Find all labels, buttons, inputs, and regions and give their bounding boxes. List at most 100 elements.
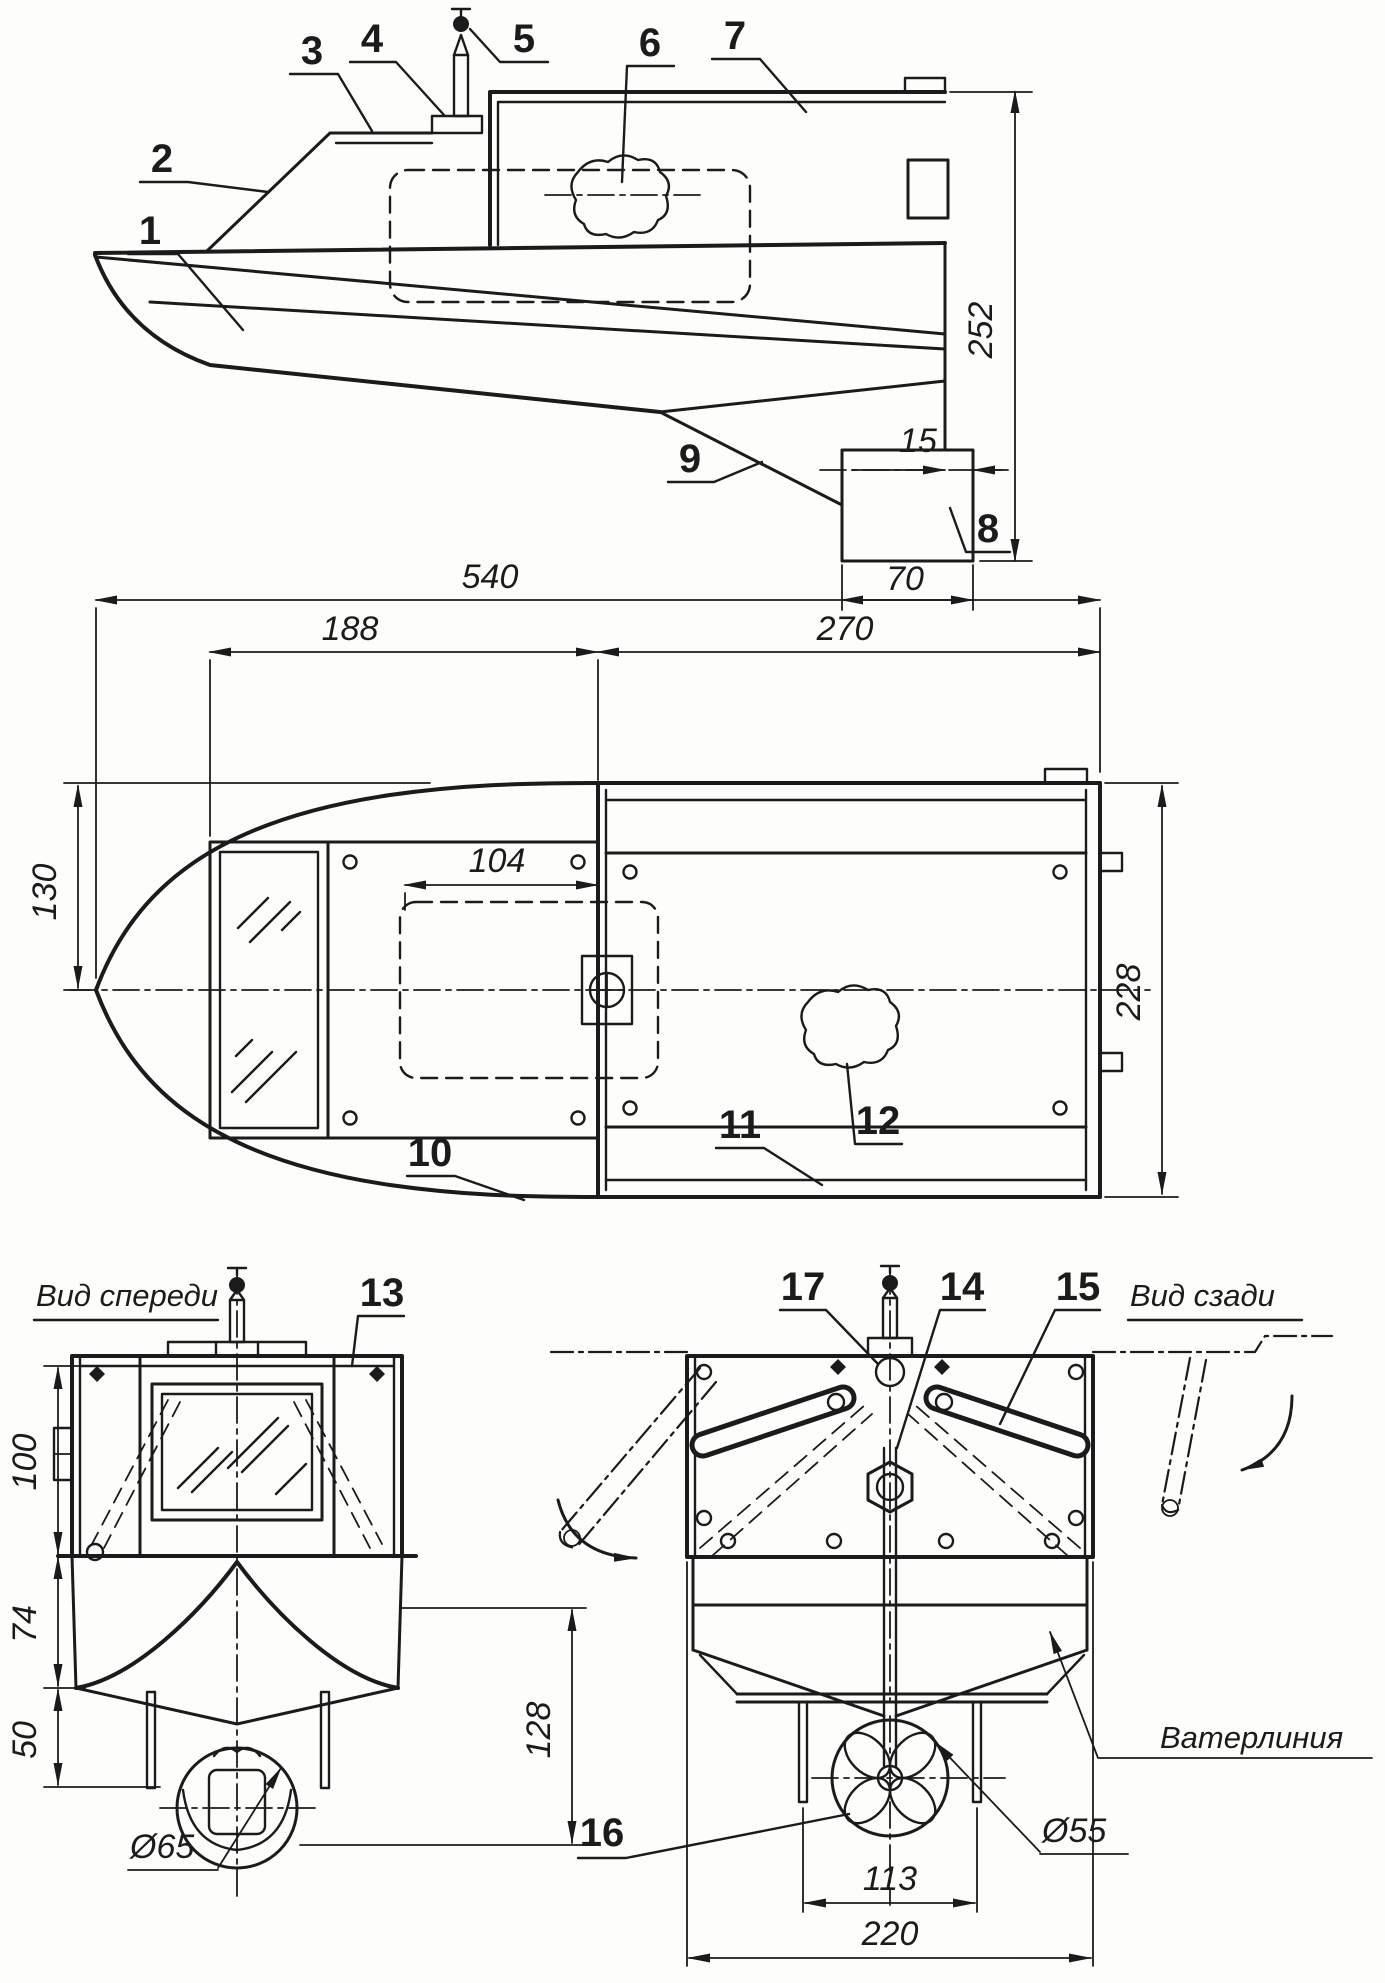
access-hole [570,154,671,239]
antenna-ball-rear [882,1275,898,1291]
callout-10-leader [405,1174,526,1202]
callout-9-leader [666,460,764,484]
handle-plate [580,954,634,1026]
cabin-inner-frame [78,1354,396,1558]
roof-strip-front [166,1340,308,1358]
callout-10: 10 [408,1131,453,1175]
dim-halfbeam: 130 [26,864,64,921]
dim-offset: 15 [899,422,937,460]
callout-1-leader [126,252,245,332]
dim-beam: 228 [1110,964,1148,1022]
screw [570,854,586,870]
callout-12-leader [845,1062,904,1146]
antenna-tip-front [226,1266,248,1277]
rod-nut-circle [875,1472,905,1502]
stem-keel-line [93,253,662,414]
callout-8: 8 [977,507,999,551]
cabin-posts [138,1354,336,1558]
chine-line-upper [94,255,947,336]
transom-inner-edges [693,1354,1087,1559]
antenna-cone-rear [881,1286,899,1300]
arm-left-hole [826,1392,846,1412]
rudder-rod [882,1446,898,1768]
callout-8-leader [948,506,1012,554]
dim-aft: 270 [816,610,874,648]
phantom-arm-left-hole [563,1529,581,1547]
hidden-braces-rear [699,1404,1081,1557]
dim228-ext [1104,782,1179,1198]
callout-14: 14 [940,1265,985,1309]
dim-ring-leader [217,1767,282,1869]
screw [1067,1509,1085,1527]
skeg-top-line [658,379,947,414]
hull-sides-front [70,1554,404,1690]
callout-5-leader [468,27,550,64]
callout-1: 1 [139,209,161,253]
brace-pivot [85,1542,105,1562]
screw [570,1110,586,1126]
transom-bracket [906,158,950,220]
antenna-cone [452,33,470,57]
cockpit-sides [326,840,600,1140]
dim-fore: 188 [322,610,379,648]
duct-strut [212,1746,262,1758]
fin-left-rear [797,1700,809,1804]
fin-right-rear [971,1700,983,1804]
stern-step-plan [1043,767,1089,785]
screw [342,1110,358,1126]
dim-prop: Ø55 [1041,1812,1106,1850]
stern-latch-lower [1098,1051,1124,1073]
callout-12: 12 [856,1099,901,1143]
corner-mark [369,1366,385,1382]
windshield-profile [205,131,434,253]
windshield-glass-hatch [230,896,302,1104]
callout-16: 16 [580,1811,625,1855]
dim-fins: 113 [863,1860,917,1898]
callout-7-leader [710,57,808,114]
stern-latch-upper [1098,851,1124,873]
callout-4: 4 [361,17,384,61]
callout-17: 17 [781,1265,826,1309]
bow-curves [74,1560,400,1690]
deckhouse-outline [488,90,947,247]
dim130-ext [63,782,431,991]
screw [342,854,358,870]
rear-view-title: Вид сзади [1130,1278,1275,1313]
phantom-arm-left [558,1366,718,1550]
plan-view: 540 188 270 104 130 228 10 11 12 [26,558,1179,1202]
hull-bottom-v-rear [691,1648,1089,1718]
dim128-ext [299,1607,587,1846]
corner-mark [89,1366,105,1382]
screw [622,864,638,880]
deck-line [93,241,947,255]
hull-bottom-v-front [74,1686,400,1726]
dim-motor: 70 [886,560,924,598]
antenna-tip-rear [879,1264,901,1275]
callout-16-leader [576,1812,851,1860]
callout-5: 5 [513,17,535,61]
hull-outline-lower [94,988,1102,1199]
callout-2: 2 [151,137,173,181]
corner-mark-rear [830,1359,846,1375]
screw [1052,864,1068,880]
screw [1067,1363,1085,1381]
callout-15-leader [998,1308,1102,1426]
fold-arrow-right [1240,1394,1294,1472]
fin-left-front [145,1690,157,1790]
arm-right-inner [928,1389,1086,1454]
side-view: 15 70 252 1 2 3 4 5 6 7 8 9 [93,7,1033,611]
callout-9: 9 [679,437,701,481]
front-dim-ext [43,1365,161,1788]
dim188-ext [209,659,599,837]
dim-prop-leader [934,1741,1041,1853]
antenna-mast [452,53,470,118]
callout-11: 11 [719,1103,761,1147]
antenna-ball-front [229,1277,245,1293]
deckhouse-side-lines [604,798,1088,1182]
hull-outline-upper [94,781,1102,992]
dim-lower: 128 [520,1702,558,1759]
hidden-hatch [398,900,660,1080]
corner-mark-rear [934,1359,950,1375]
rod-nut [866,1460,914,1514]
waterline-leader [1049,1631,1373,1759]
